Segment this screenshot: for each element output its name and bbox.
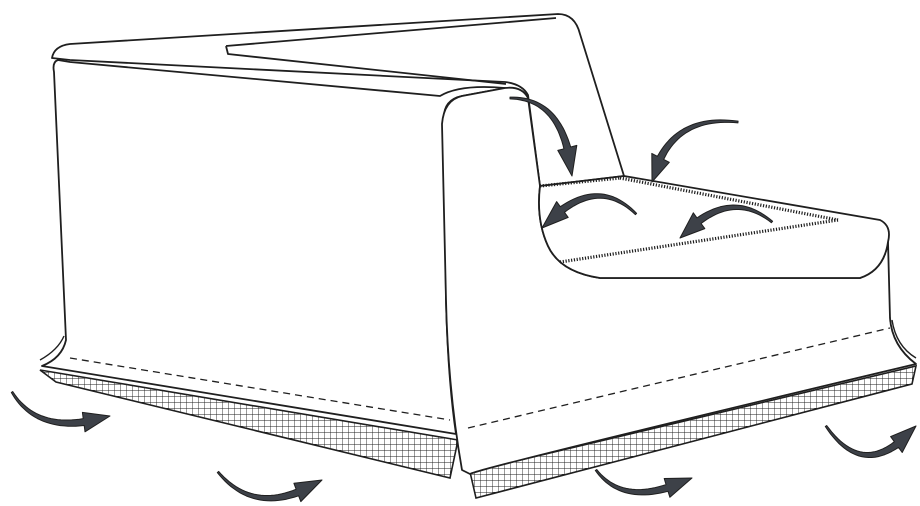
- seat-top: [539, 176, 889, 278]
- arrow-arm-down: [652, 120, 738, 182]
- arrow-base-left: [11, 392, 110, 432]
- left-side-panel: [42, 60, 505, 434]
- arrow-base-front: [217, 471, 322, 501]
- arrow-base-middle: [595, 470, 692, 498]
- arm-front: [442, 88, 916, 474]
- arrow-base-right: [825, 426, 916, 458]
